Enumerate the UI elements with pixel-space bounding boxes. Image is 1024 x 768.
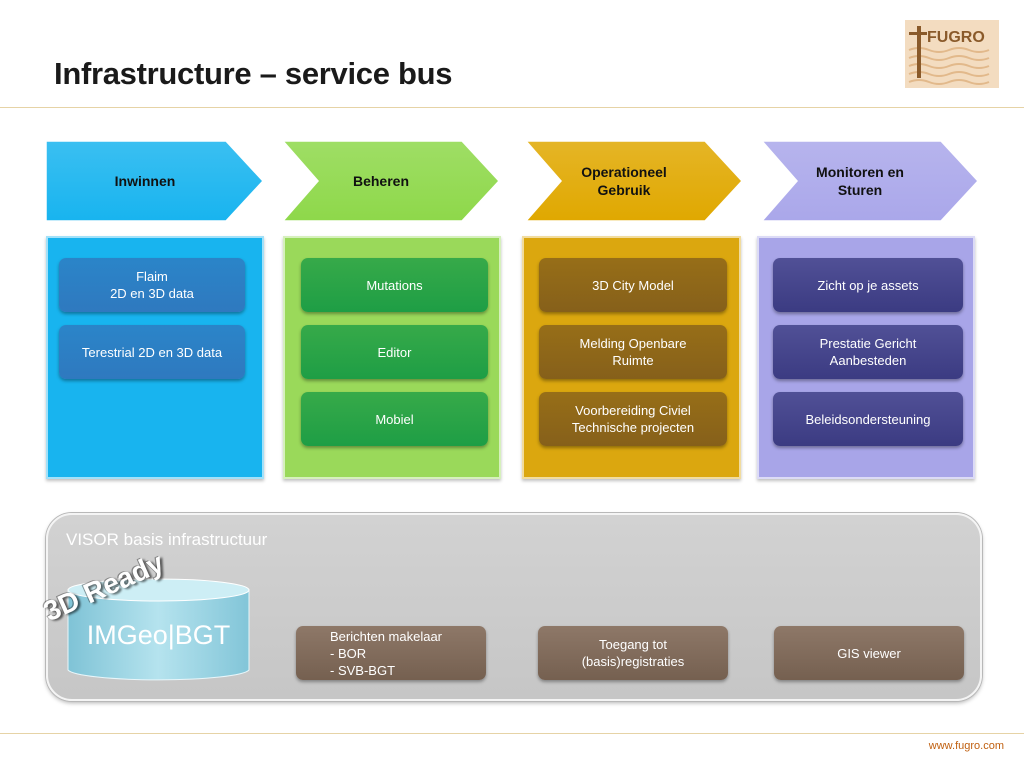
basis-item-toegang[interactable]: Toegang tot (basis)registraties — [538, 626, 728, 680]
footer-url[interactable]: www.fugro.com — [928, 740, 1004, 752]
basis-item-gis-viewer[interactable]: GIS viewer — [774, 626, 964, 680]
stage-label: Beheren — [352, 173, 410, 189]
stage-chevron-monitoren-en-sturen: Monitoren en Sturen — [760, 140, 980, 222]
chevron-shape — [281, 140, 501, 222]
stage-item[interactable]: Prestatie Gericht Aanbesteden — [773, 325, 963, 379]
stage-item[interactable]: Mobiel — [301, 392, 488, 446]
header-divider — [0, 107, 1024, 108]
stage-item[interactable]: Voorbereiding Civiel Technische projecte… — [539, 392, 727, 446]
stage-label: Monitoren en Sturen — [816, 164, 904, 198]
stage-item[interactable]: Flaim 2D en 3D data — [59, 258, 245, 312]
footer-divider — [0, 733, 1024, 734]
stage-item[interactable]: 3D City Model — [539, 258, 727, 312]
stage-chevron-operationeel-gebruik: Operationeel Gebruik — [524, 140, 744, 222]
stage-chevron-inwinnen: Inwinnen — [45, 140, 265, 222]
chevron-shape — [45, 140, 265, 222]
stage-item[interactable]: Zicht op je assets — [773, 258, 963, 312]
stage-label: Inwinnen — [114, 173, 176, 189]
database-cylinder-icon — [67, 578, 250, 681]
chevron-shape — [524, 140, 744, 222]
stage-item[interactable]: Beleidsondersteuning — [773, 392, 963, 446]
chevron-shape — [760, 140, 980, 222]
stage-item[interactable]: Editor — [301, 325, 488, 379]
stage-item[interactable]: Mutations — [301, 258, 488, 312]
basis-title: VISOR basis infrastructuur — [66, 530, 268, 549]
fugro-logo: FUGRO — [905, 20, 999, 88]
stage-item[interactable]: Melding Openbare Ruimte — [539, 325, 727, 379]
database-label: IMGeo|BGT — [86, 620, 231, 650]
basis-item-berichten-makelaar[interactable]: Berichten makelaar - BOR - SVB-BGT — [296, 626, 486, 680]
stage-item[interactable]: Terestrial 2D en 3D data — [59, 325, 245, 379]
stage-label: Operationeel Gebruik — [581, 164, 667, 198]
slide-title: Infrastructure – service bus — [54, 56, 453, 91]
logo-text: FUGRO — [927, 29, 985, 46]
stage-chevron-beheren: Beheren — [281, 140, 501, 222]
